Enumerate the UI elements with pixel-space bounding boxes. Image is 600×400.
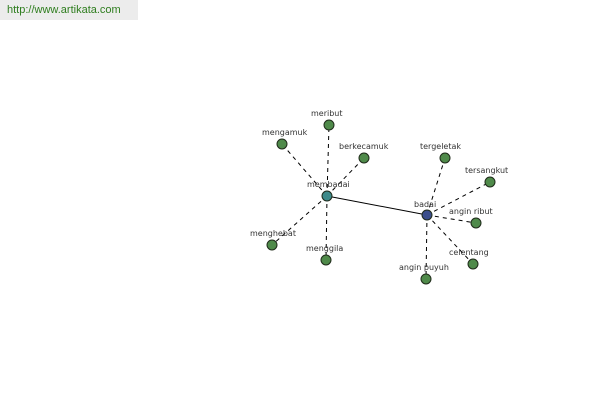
edge-badai-tergeletak xyxy=(426,157,446,216)
node-dot[interactable] xyxy=(421,209,433,221)
node-dot[interactable] xyxy=(320,254,332,266)
node-label: tersangkut xyxy=(465,166,508,175)
node-label: badai xyxy=(414,200,436,209)
word-node-tersangkut[interactable]: tersangkut xyxy=(465,166,508,188)
node-dot[interactable] xyxy=(266,239,278,251)
node-dot[interactable] xyxy=(323,119,335,131)
url-link[interactable]: http://www.artikata.com xyxy=(7,4,121,16)
word-node-menghebat[interactable]: menghebat xyxy=(250,229,296,251)
node-dot[interactable] xyxy=(321,190,333,202)
word-node-tergeletak[interactable]: tergeletak xyxy=(420,142,461,164)
node-dot[interactable] xyxy=(467,258,479,270)
hub-node-badai[interactable]: badai xyxy=(414,200,436,221)
node-dot[interactable] xyxy=(484,176,496,188)
node-dot[interactable] xyxy=(470,217,482,229)
edge-badai-angin-puyuh xyxy=(425,214,428,280)
url-bar: http://www.artikata.com xyxy=(0,0,138,20)
edge-membadai-berkecamuk xyxy=(326,157,365,197)
node-label: mengamuk xyxy=(262,128,308,137)
edge-badai-tersangkut xyxy=(426,181,491,216)
edge-membadai-mengamuk xyxy=(281,143,328,197)
edges-layer xyxy=(271,124,491,280)
node-label: berkecamuk xyxy=(339,142,389,151)
word-node-angin-puyuh[interactable]: angin puyuh xyxy=(399,263,449,285)
node-label: menggila xyxy=(306,244,343,253)
node-label: celentang xyxy=(449,248,489,257)
node-label: membadai xyxy=(307,180,350,189)
edge-badai-celentang xyxy=(426,214,474,265)
node-label: tergeletak xyxy=(420,142,461,151)
node-label: meribut xyxy=(311,109,343,118)
edge-membadai-menggila xyxy=(325,195,328,261)
word-node-berkecamuk[interactable]: berkecamuk xyxy=(339,142,389,164)
nodes-layer: meribut mengamuk berkecamuk menghebat menggi… xyxy=(250,109,508,285)
node-label: angin ribut xyxy=(449,207,493,216)
node-label: angin puyuh xyxy=(399,263,449,272)
word-node-celentang[interactable]: celentang xyxy=(449,248,489,270)
node-dot[interactable] xyxy=(358,152,370,164)
node-dot[interactable] xyxy=(420,273,432,285)
edge-badai-angin-ribut xyxy=(426,214,477,224)
node-label: menghebat xyxy=(250,229,296,238)
hub-node-membadai[interactable]: membadai xyxy=(307,180,350,202)
word-node-meribut[interactable]: meribut xyxy=(311,109,343,131)
word-node-angin-ribut[interactable]: angin ribut xyxy=(449,207,493,229)
edge-membadai-badai xyxy=(326,195,428,216)
word-node-mengamuk[interactable]: mengamuk xyxy=(262,128,308,150)
node-dot[interactable] xyxy=(439,152,451,164)
node-dot[interactable] xyxy=(276,138,288,150)
word-node-menggila[interactable]: menggila xyxy=(306,244,343,266)
edge-membadai-meribut xyxy=(326,124,330,197)
